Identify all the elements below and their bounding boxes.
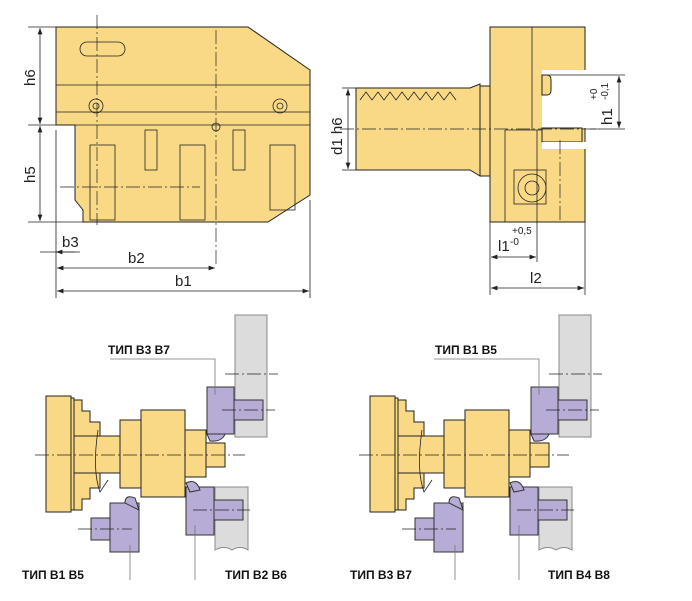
label-top-tool: ТИП B3 B7 bbox=[108, 343, 170, 357]
dim-b2: b2 bbox=[128, 250, 145, 267]
dim-b3: b3 bbox=[62, 234, 79, 251]
dim-h6: h6 bbox=[22, 69, 39, 86]
dim-h5: h5 bbox=[22, 166, 39, 183]
label-bottom-right-tool: ТИП B2 B6 bbox=[225, 568, 287, 582]
front-view: h6 h5 b3 b2 b1 bbox=[22, 15, 311, 298]
label-bottom-left-tool: ТИП B1 B5 bbox=[22, 568, 84, 582]
dim-b1: b1 bbox=[175, 273, 192, 290]
label-bottom-right-tool: ТИП B4 B8 bbox=[548, 568, 610, 582]
right-setup: ТИП B1 B5 ТИП B3 B7 ТИП B4 B8 bbox=[350, 314, 610, 582]
label-top-tool: ТИП B1 B5 bbox=[435, 343, 497, 357]
label-bottom-left-tool: ТИП B3 B7 bbox=[350, 568, 412, 582]
h1-tol-upper: +0 bbox=[589, 88, 600, 100]
dim-h1: h1 bbox=[599, 108, 616, 125]
side-view: d1 h6 h1 +0 -0,1 l1 +0,5 -0 l2 bbox=[329, 26, 625, 295]
left-setup: ТИП B3 B7 ТИП B1 B5 ТИП B2 B6 bbox=[22, 314, 287, 582]
dim-l2: l2 bbox=[530, 270, 542, 287]
dim-l1: l1 bbox=[498, 238, 510, 255]
h1-tol-lower: -0,1 bbox=[600, 82, 611, 100]
dim-d1: d1 h6 bbox=[329, 117, 346, 155]
l1-tol-lower: -0 bbox=[510, 237, 519, 248]
l1-tol-upper: +0,5 bbox=[512, 226, 532, 237]
